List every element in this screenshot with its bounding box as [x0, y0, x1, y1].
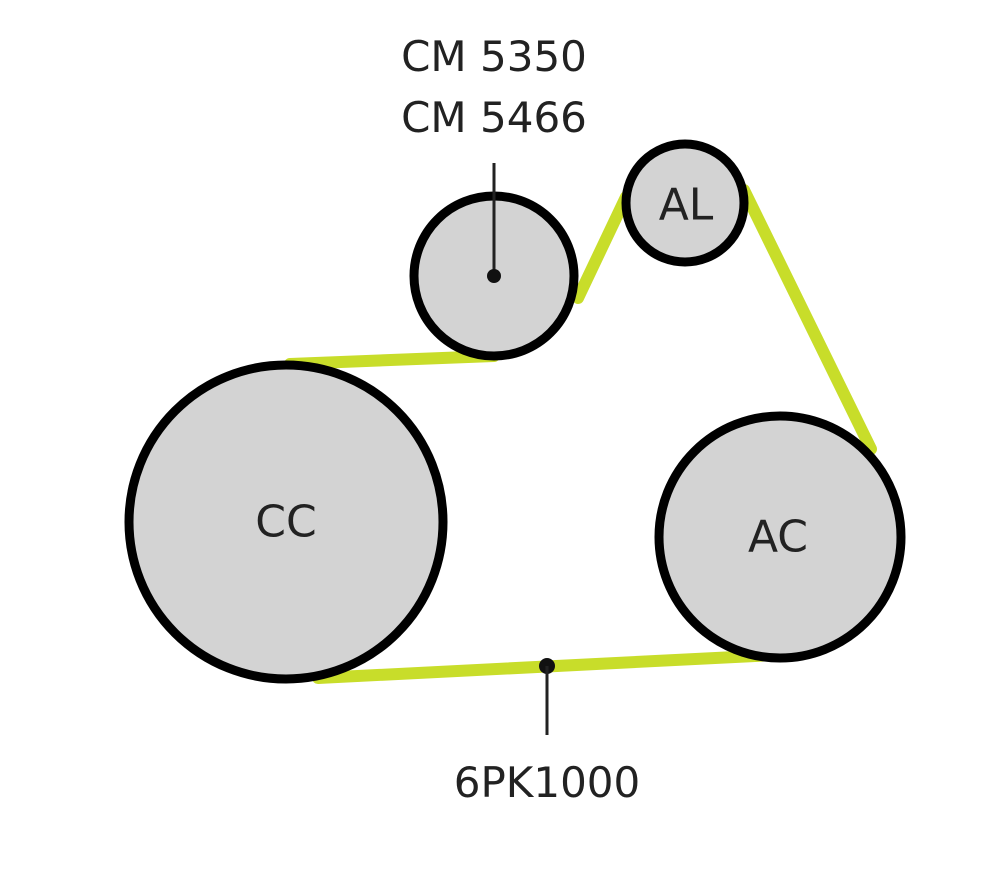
ac-pulley — [654, 411, 906, 663]
belt-segment-al-ac — [738, 184, 877, 455]
belt-part-number: 6PK1000 — [454, 758, 640, 807]
tensioner-center-dot — [487, 269, 501, 283]
cc-pulley — [124, 360, 448, 684]
cc-label: CC — [255, 497, 316, 548]
ac-label: AC — [748, 512, 808, 563]
tensioner-part-number-1: CM 5350 — [401, 32, 587, 81]
belt-segment-tensioner-al — [572, 191, 632, 304]
tensioner-part-number-2: CM 5466 — [401, 93, 587, 142]
al-label: AL — [659, 180, 714, 231]
al-pulley — [621, 139, 749, 267]
belt-segment-cc-tensioner — [284, 350, 500, 370]
